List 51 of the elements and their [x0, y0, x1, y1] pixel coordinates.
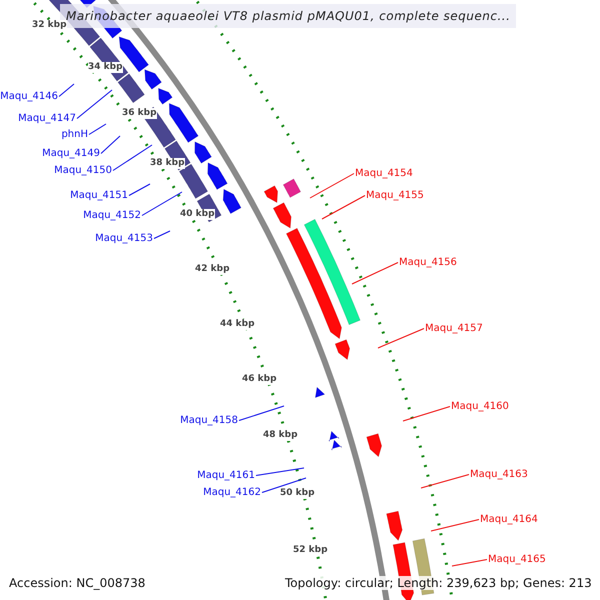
gene-label: Maqu_4165 [488, 553, 546, 566]
gene-label: Maqu_4157 [425, 322, 483, 335]
scale-label: 52 kbp [293, 545, 328, 556]
scale-label: 34 kbp [88, 62, 123, 73]
scale-label: 46 kbp [242, 374, 277, 385]
gene-label: Maqu_4160 [451, 400, 509, 413]
gene-label: Maqu_4158 [180, 414, 238, 427]
leader-line [256, 468, 304, 476]
gene-label: Maqu_4163 [470, 468, 528, 481]
gene-label: Maqu_4153 [95, 232, 153, 245]
scale-label: 48 kbp [263, 430, 298, 441]
leader-line [154, 230, 170, 239]
leader-line [58, 84, 74, 97]
leader-line [100, 136, 120, 154]
leader-line [76, 90, 112, 119]
scale-label: 38 kbp [150, 158, 185, 169]
gene-label: Maqu_4152 [83, 209, 141, 222]
info-text: Topology: circular; Length: 239,623 bp; Genes: 213 [285, 576, 592, 590]
gene-label: Maqu_4154 [355, 167, 413, 180]
gene-label: phnH [61, 128, 88, 141]
leader-line [430, 519, 480, 532]
gene-label: Maqu_4150 [54, 164, 112, 177]
gene-label: Maqu_4164 [480, 513, 538, 526]
leader-line [322, 195, 366, 220]
leader-line [128, 184, 150, 196]
scale-label: 32 kbp [32, 20, 67, 31]
scale-label: 42 kbp [195, 264, 230, 275]
gene-label: Maqu_4149 [42, 147, 100, 160]
gene-label: Maqu_4155 [366, 189, 424, 202]
leader-line [112, 144, 152, 171]
scale-label: 50 kbp [280, 488, 315, 499]
leader-line [402, 406, 450, 422]
leader-line [378, 328, 424, 348]
gene-label: Maqu_4162 [203, 486, 261, 499]
gene-label: Maqu_4156 [399, 256, 457, 269]
leader-line [262, 478, 306, 493]
gene-label: Maqu_4161 [197, 469, 255, 482]
scale-label: 40 kbp [180, 209, 215, 220]
info-text: Accession: NC_008738 [9, 576, 146, 590]
gene-label: Maqu_4147 [18, 112, 76, 125]
scale-label: 44 kbp [220, 319, 255, 330]
leader-line [142, 192, 182, 216]
gene-label: Maqu_4146 [0, 90, 58, 103]
leader-line [352, 262, 398, 284]
gene-label: Maqu_4151 [70, 189, 128, 202]
leader-line [310, 173, 354, 198]
leader-line [452, 559, 488, 566]
leader-line [238, 406, 284, 421]
scale-label: 36 kbp [122, 108, 157, 119]
leader-line [420, 474, 470, 488]
leader-line [88, 124, 106, 135]
